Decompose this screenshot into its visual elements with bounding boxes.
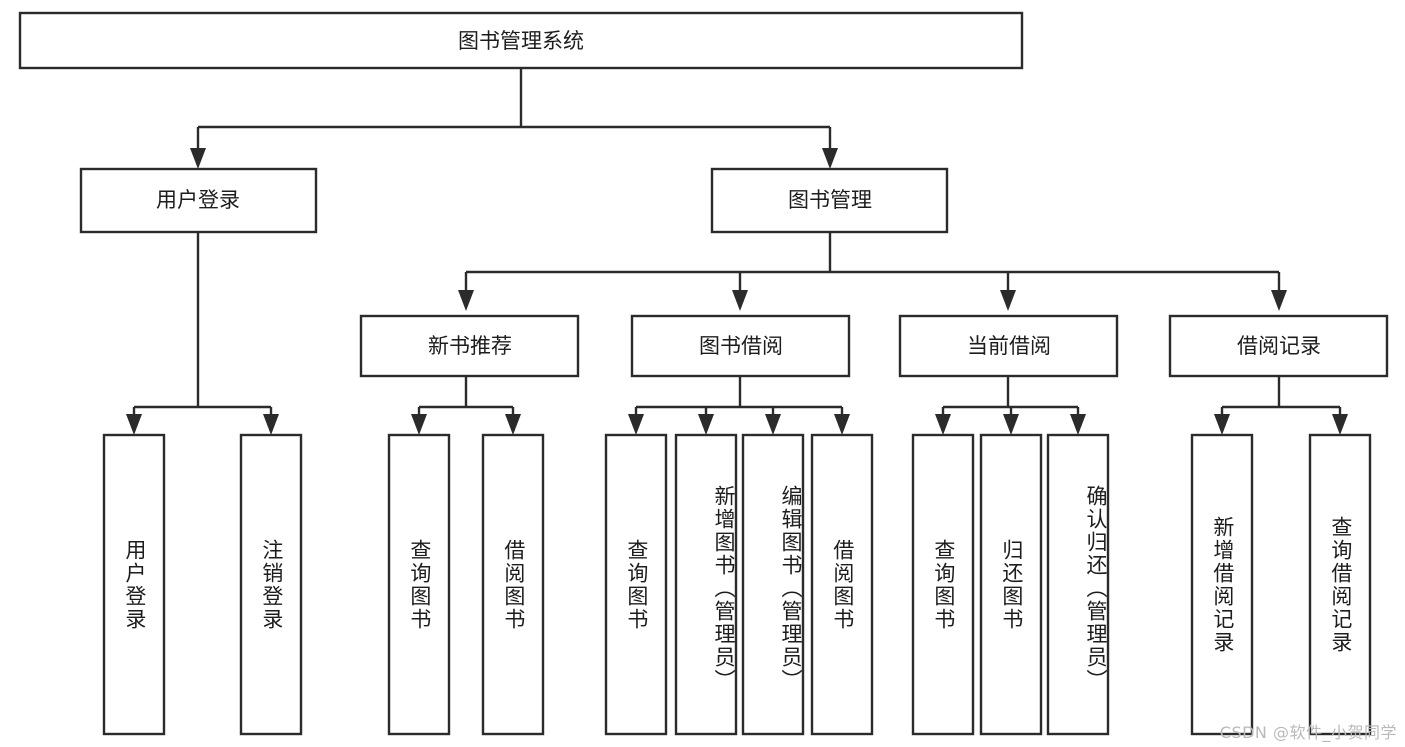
node-book-manage-box[interactable] — [710, 167, 949, 234]
node-book-manage-label: 图书管理 — [788, 188, 872, 212]
arrow-to-leaf-query-book-3 — [935, 414, 951, 435]
arrow-to-leaf-borrow-book-1 — [505, 414, 521, 435]
arrow-to-book-manage — [822, 148, 838, 169]
arrow-to-leaf-add-book — [698, 414, 714, 435]
node-new-book-recommend[interactable]: 新书推荐 — [359, 314, 580, 378]
arrow-to-current-borrow — [1000, 290, 1016, 311]
csdn-watermark: CSDN @软件_小贺同学 — [1219, 723, 1397, 742]
arrow-to-leaf-borrow-book-2 — [834, 414, 850, 435]
node-leaf-query-book-3-box[interactable] — [911, 433, 975, 736]
node-root-label: 图书管理系统 — [458, 29, 584, 53]
arrow-to-leaf-edit-book — [765, 414, 781, 435]
connector-group-book-borrow — [628, 376, 850, 435]
node-root-box[interactable] — [18, 11, 1024, 70]
connector-group-new-book-recommend — [411, 376, 521, 435]
connector-group-user-login — [126, 232, 279, 435]
arrow-to-leaf-query-record — [1332, 414, 1348, 435]
node-leaf-user-logout-box[interactable] — [239, 433, 303, 736]
node-current-borrow-box[interactable] — [898, 314, 1119, 378]
connector-group-borrow-record — [1214, 376, 1348, 435]
arrow-to-leaf-user-login — [126, 414, 142, 435]
arrow-to-leaf-query-book-2 — [628, 414, 644, 435]
node-borrow-record-box[interactable] — [1168, 314, 1389, 378]
node-leaf-user-login-box[interactable] — [102, 433, 166, 736]
node-leaf-borrow-book-1-box[interactable] — [481, 433, 545, 736]
leaf-box-group — [102, 433, 1372, 736]
connector-group-root — [190, 68, 838, 169]
arrow-to-leaf-return-book — [1003, 414, 1019, 435]
arrow-to-leaf-query-book-1 — [411, 414, 427, 435]
node-leaf-confirm-return-box[interactable] — [1046, 433, 1110, 736]
node-new-book-recommend-box[interactable] — [359, 314, 580, 378]
node-borrow-record-label: 借阅记录 — [1237, 334, 1321, 358]
node-leaf-query-record-box[interactable] — [1308, 433, 1372, 736]
node-book-borrow-box[interactable] — [630, 314, 851, 378]
node-root[interactable]: 图书管理系统 — [18, 11, 1024, 70]
node-current-borrow-label: 当前借阅 — [967, 334, 1051, 358]
node-leaf-add-book-box[interactable] — [674, 433, 738, 736]
connector-group-current-borrow — [935, 376, 1086, 435]
node-leaf-add-record-box[interactable] — [1190, 433, 1254, 736]
node-leaf-return-book-box[interactable] — [979, 433, 1043, 736]
arrow-to-book-borrow — [732, 290, 748, 311]
arrow-to-leaf-add-record — [1214, 414, 1230, 435]
node-leaf-query-book-2-box[interactable] — [604, 433, 668, 736]
node-user-login-label: 用户登录 — [156, 188, 240, 212]
connector-group-book-manage — [458, 232, 1287, 311]
node-book-borrow-label: 图书借阅 — [699, 334, 783, 358]
node-user-login-box[interactable] — [79, 167, 318, 234]
node-current-borrow[interactable]: 当前借阅 — [898, 314, 1119, 378]
node-user-login[interactable]: 用户登录 — [79, 167, 318, 234]
arrow-to-leaf-user-logout — [263, 414, 279, 435]
node-borrow-record[interactable]: 借阅记录 — [1168, 314, 1389, 378]
node-book-borrow[interactable]: 图书借阅 — [630, 314, 851, 378]
arrow-to-leaf-confirm-return — [1070, 414, 1086, 435]
node-new-book-recommend-label: 新书推荐 — [428, 334, 512, 358]
node-leaf-edit-book-box[interactable] — [741, 433, 805, 736]
node-leaf-query-book-1-box[interactable] — [387, 433, 451, 736]
arrow-to-borrow-record — [1271, 290, 1287, 311]
arrow-to-user-login — [190, 148, 206, 169]
node-book-manage[interactable]: 图书管理 — [710, 167, 949, 234]
arrow-to-new-book-recommend — [458, 290, 474, 311]
node-leaf-borrow-book-2-box[interactable] — [810, 433, 874, 736]
